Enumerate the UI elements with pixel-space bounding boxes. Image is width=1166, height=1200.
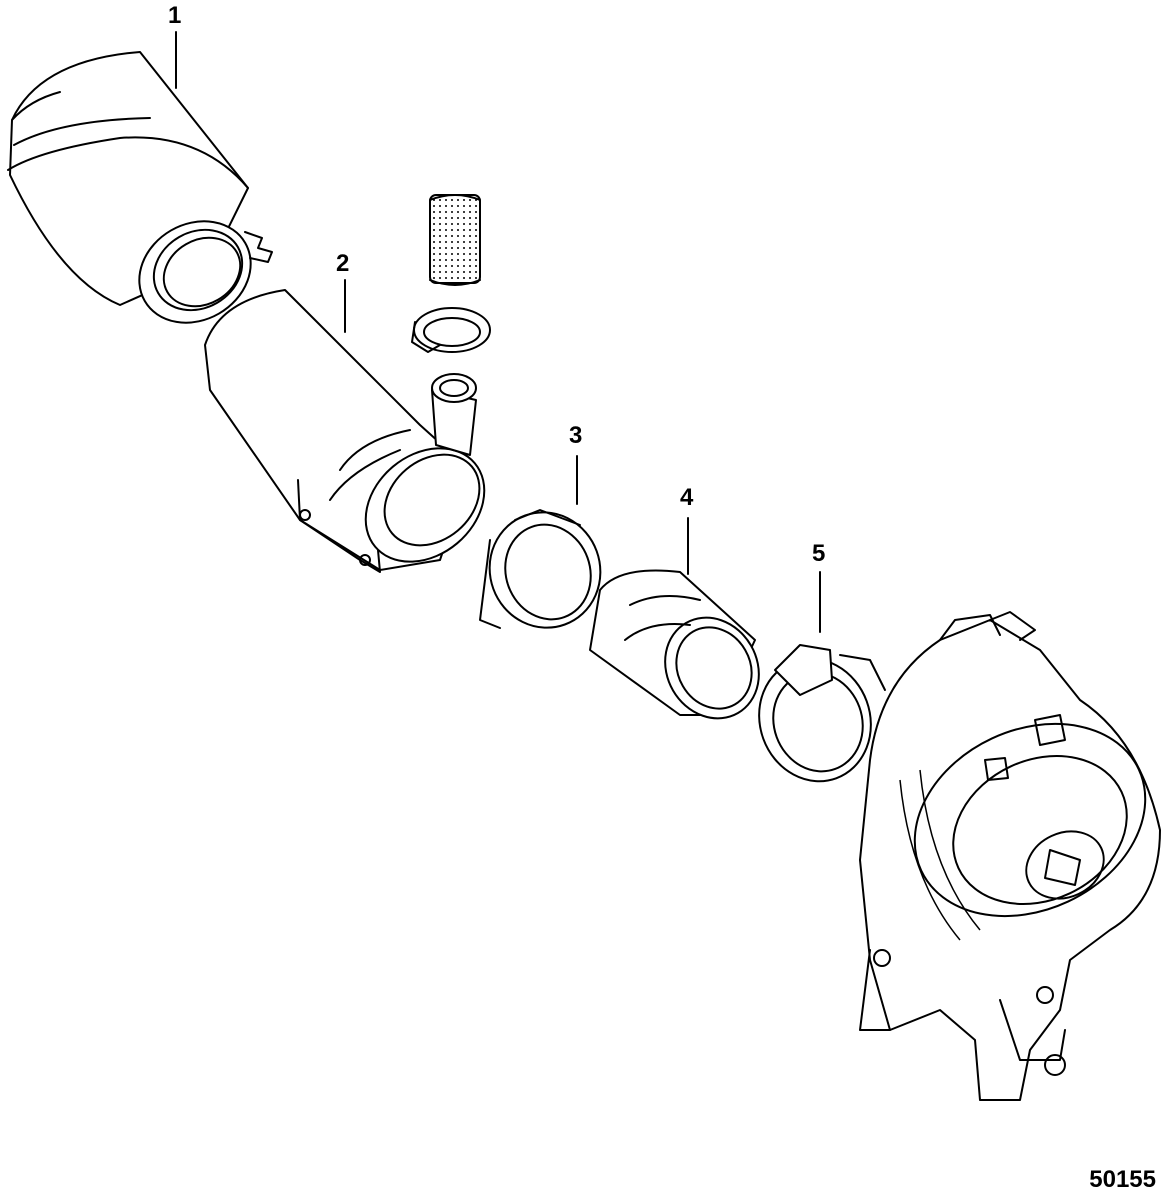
coupler-sleeve <box>589 569 760 720</box>
air-filter <box>7 51 273 324</box>
callout-2: 2 <box>336 250 350 277</box>
vent-hose-clamp <box>411 307 491 353</box>
callout-3: 3 <box>569 422 583 449</box>
callout-4: 4 <box>680 484 694 511</box>
hose-clamp-3 <box>479 509 602 629</box>
figure-number: 50155 <box>1089 1166 1156 1193</box>
callout-5: 5 <box>812 540 826 567</box>
intake-housing <box>204 289 486 573</box>
callout-1: 1 <box>168 2 182 29</box>
worm-gear-clamp <box>758 644 886 783</box>
leader-lines <box>175 31 821 633</box>
vent-hose <box>429 194 481 286</box>
engine-assembly <box>859 611 1161 1101</box>
